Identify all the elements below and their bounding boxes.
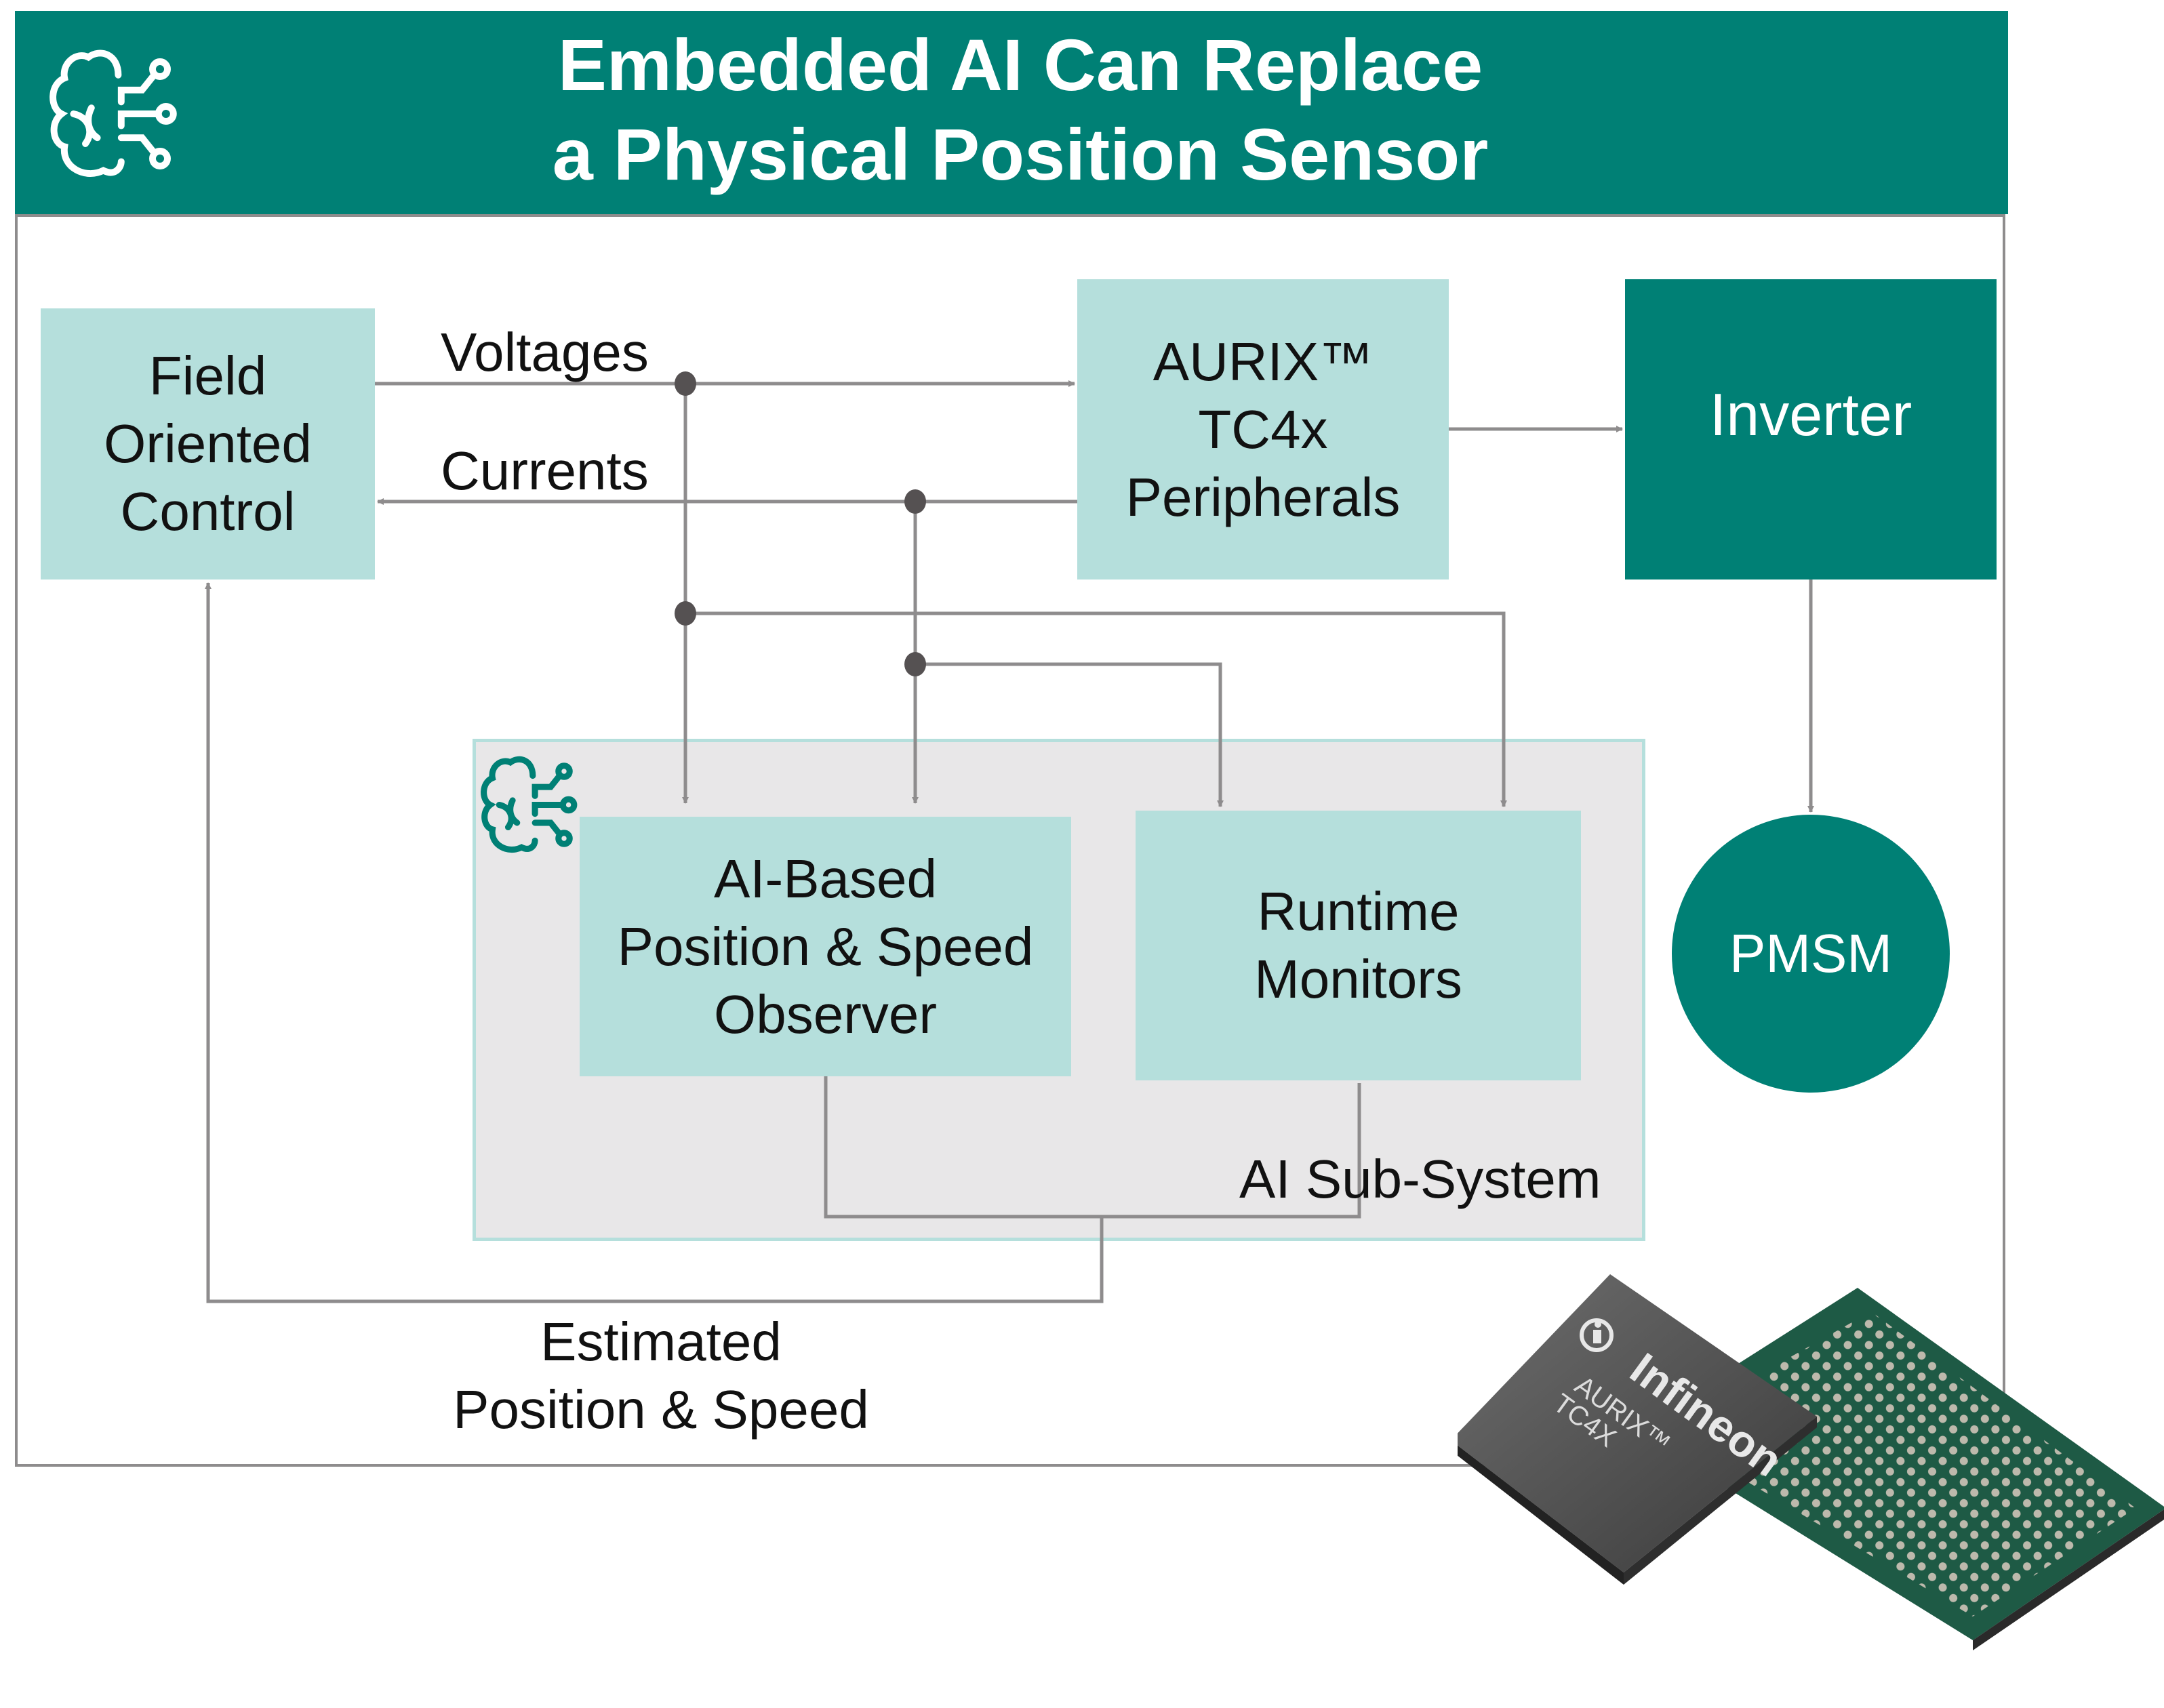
- foc-block[interactable]: Field Oriented Control: [41, 308, 375, 580]
- page-title: Embedded AI Can Replace a Physical Posit…: [380, 20, 1661, 199]
- pmsm-label: PMSM: [1729, 923, 1892, 983]
- ai-subsystem-label: AI Sub-System: [1239, 1149, 1601, 1209]
- foc-label-3: Control: [120, 481, 296, 542]
- monitors-label-2: Monitors: [1254, 949, 1462, 1009]
- aurix-label-2: TC4x: [1198, 399, 1328, 460]
- aurix-chip-image: Infineon AURIX™ TC4X: [1458, 1274, 2164, 1650]
- chip-bottom-bga: [1634, 1288, 2164, 1650]
- aurix-label-1: AURIX™: [1153, 331, 1374, 392]
- aurix-label-3: Peripherals: [1125, 466, 1401, 527]
- title-line-1: Embedded AI Can Replace: [557, 24, 1483, 106]
- header-banner: [15, 11, 2008, 214]
- chip-top-package: [1458, 1274, 1817, 1585]
- foc-label-1: Field: [148, 346, 267, 406]
- pmsm-motor[interactable]: PMSM: [1672, 815, 1950, 1093]
- estimated-label-2: Position & Speed: [453, 1379, 869, 1440]
- runtime-monitors-block[interactable]: Runtime Monitors: [1136, 811, 1581, 1080]
- foc-label-2: Oriented: [104, 413, 312, 474]
- observer-label-1: AI-Based: [713, 848, 938, 909]
- voltages-label: Voltages: [441, 322, 649, 382]
- inverter-label: Inverter: [1709, 381, 1912, 448]
- diagram-frame: [15, 214, 2005, 1467]
- aurix-peripherals-block[interactable]: AURIX™ TC4x Peripherals: [1077, 279, 1449, 580]
- monitors-label-1: Runtime: [1257, 881, 1460, 941]
- inverter-block[interactable]: Inverter: [1625, 279, 1997, 580]
- observer-label-2: Position & Speed: [617, 916, 1034, 977]
- estimated-label-1: Estimated: [540, 1312, 782, 1372]
- ai-observer-block[interactable]: AI-Based Position & Speed Observer: [580, 817, 1071, 1076]
- currents-label: Currents: [441, 441, 649, 501]
- title-line-2: a Physical Position Sensor: [552, 113, 1489, 195]
- estimated-position-speed-label: Estimated Position & Speed: [380, 1308, 942, 1444]
- infineon-logo-icon: [1580, 1318, 1614, 1352]
- ai-brain-circuit-icon: [481, 756, 578, 853]
- observer-label-3: Observer: [714, 983, 937, 1044]
- ai-brain-circuit-icon: [49, 49, 177, 177]
